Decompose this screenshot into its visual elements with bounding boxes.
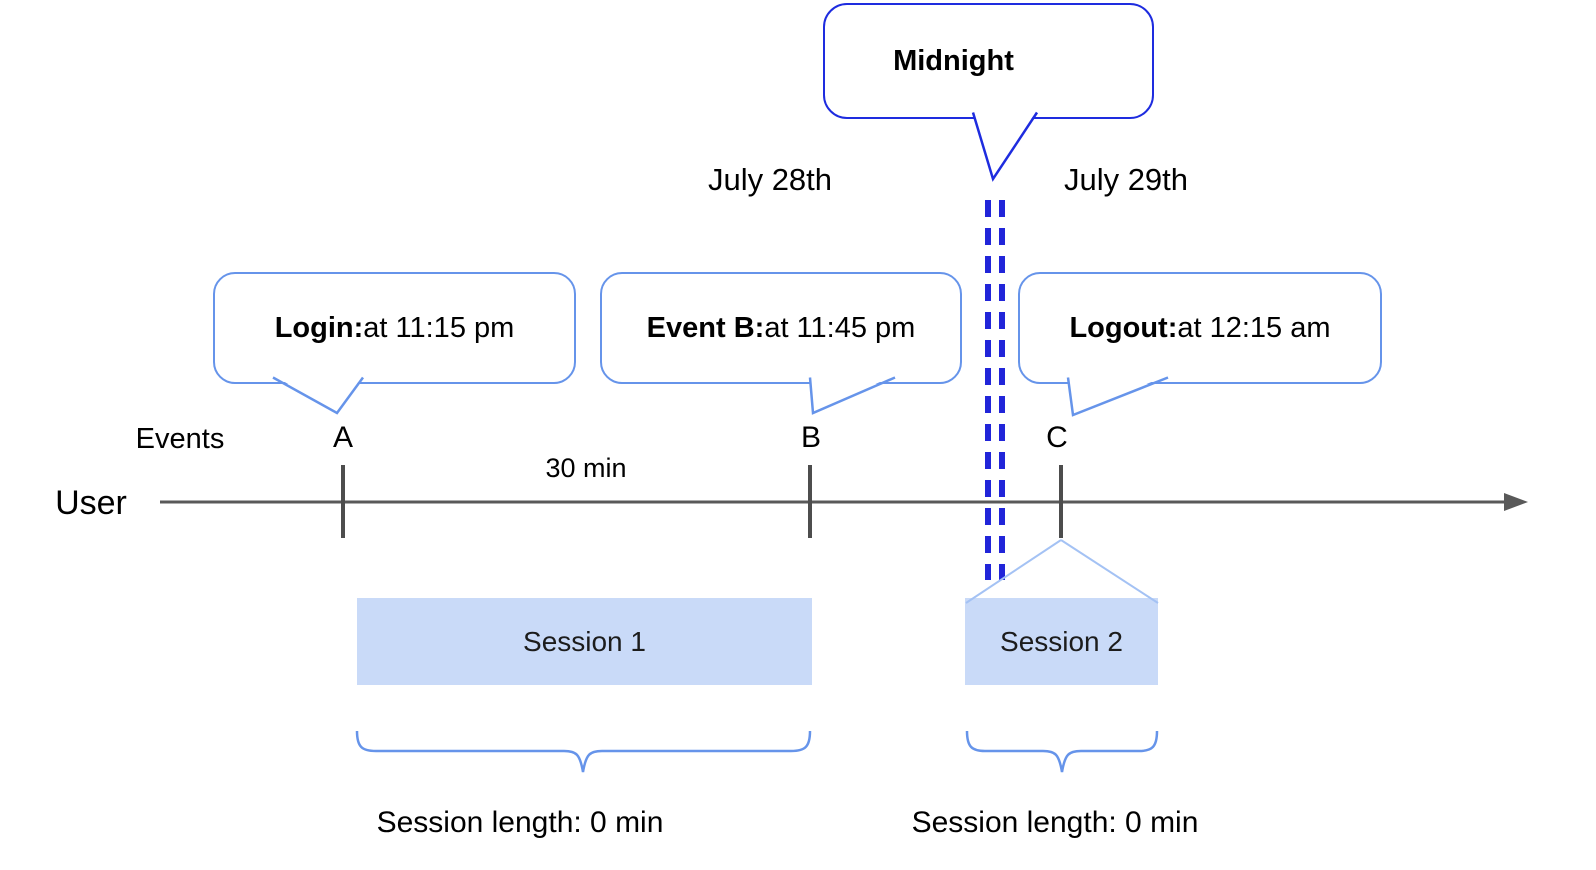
login-callout-detail: at 11:15 pm: [363, 311, 515, 344]
session-2-connector-left: [965, 539, 1062, 604]
session-1-label: Session 1: [523, 625, 646, 657]
events-row-label: Events: [135, 423, 225, 455]
login-callout: Login: at 11:15 pm: [213, 272, 576, 384]
session-2-connector-right: [1060, 539, 1159, 604]
session-2-box: Session 2: [965, 598, 1158, 685]
midnight-callout-label: Midnight: [893, 44, 1014, 77]
session-1-brace: [355, 730, 812, 773]
session-1-length-label: Session length: 0 min: [376, 806, 664, 839]
date-label-july-29: July 29th: [1063, 162, 1189, 197]
event-b-callout: Event B: at 11:45 pm: [600, 272, 962, 384]
logout-callout: Logout: at 12:15 am: [1018, 272, 1382, 384]
session-2-length-label: Session length: 0 min: [911, 806, 1199, 839]
session-1-box: Session 1: [357, 598, 812, 685]
user-row-label: User: [55, 484, 127, 522]
session-2-label: Session 2: [1000, 625, 1123, 657]
event-marker-b: B: [800, 421, 821, 454]
event-b-callout-title: Event B:: [646, 311, 765, 344]
timeline-arrowhead-icon: [1504, 493, 1528, 511]
login-callout-title: Login:: [274, 311, 364, 344]
logout-callout-detail: at 12:15 am: [1177, 311, 1331, 344]
logout-callout-title: Logout:: [1069, 311, 1178, 344]
event-marker-a: A: [332, 421, 353, 454]
date-label-july-28: July 28th: [707, 162, 833, 197]
event-b-callout-detail: at 11:45 pm: [764, 311, 916, 344]
session-2-brace: [965, 730, 1159, 773]
midnight-callout: Midnight: [823, 3, 1154, 119]
interval-label: 30 min: [545, 453, 627, 483]
event-marker-c: C: [1046, 421, 1068, 454]
